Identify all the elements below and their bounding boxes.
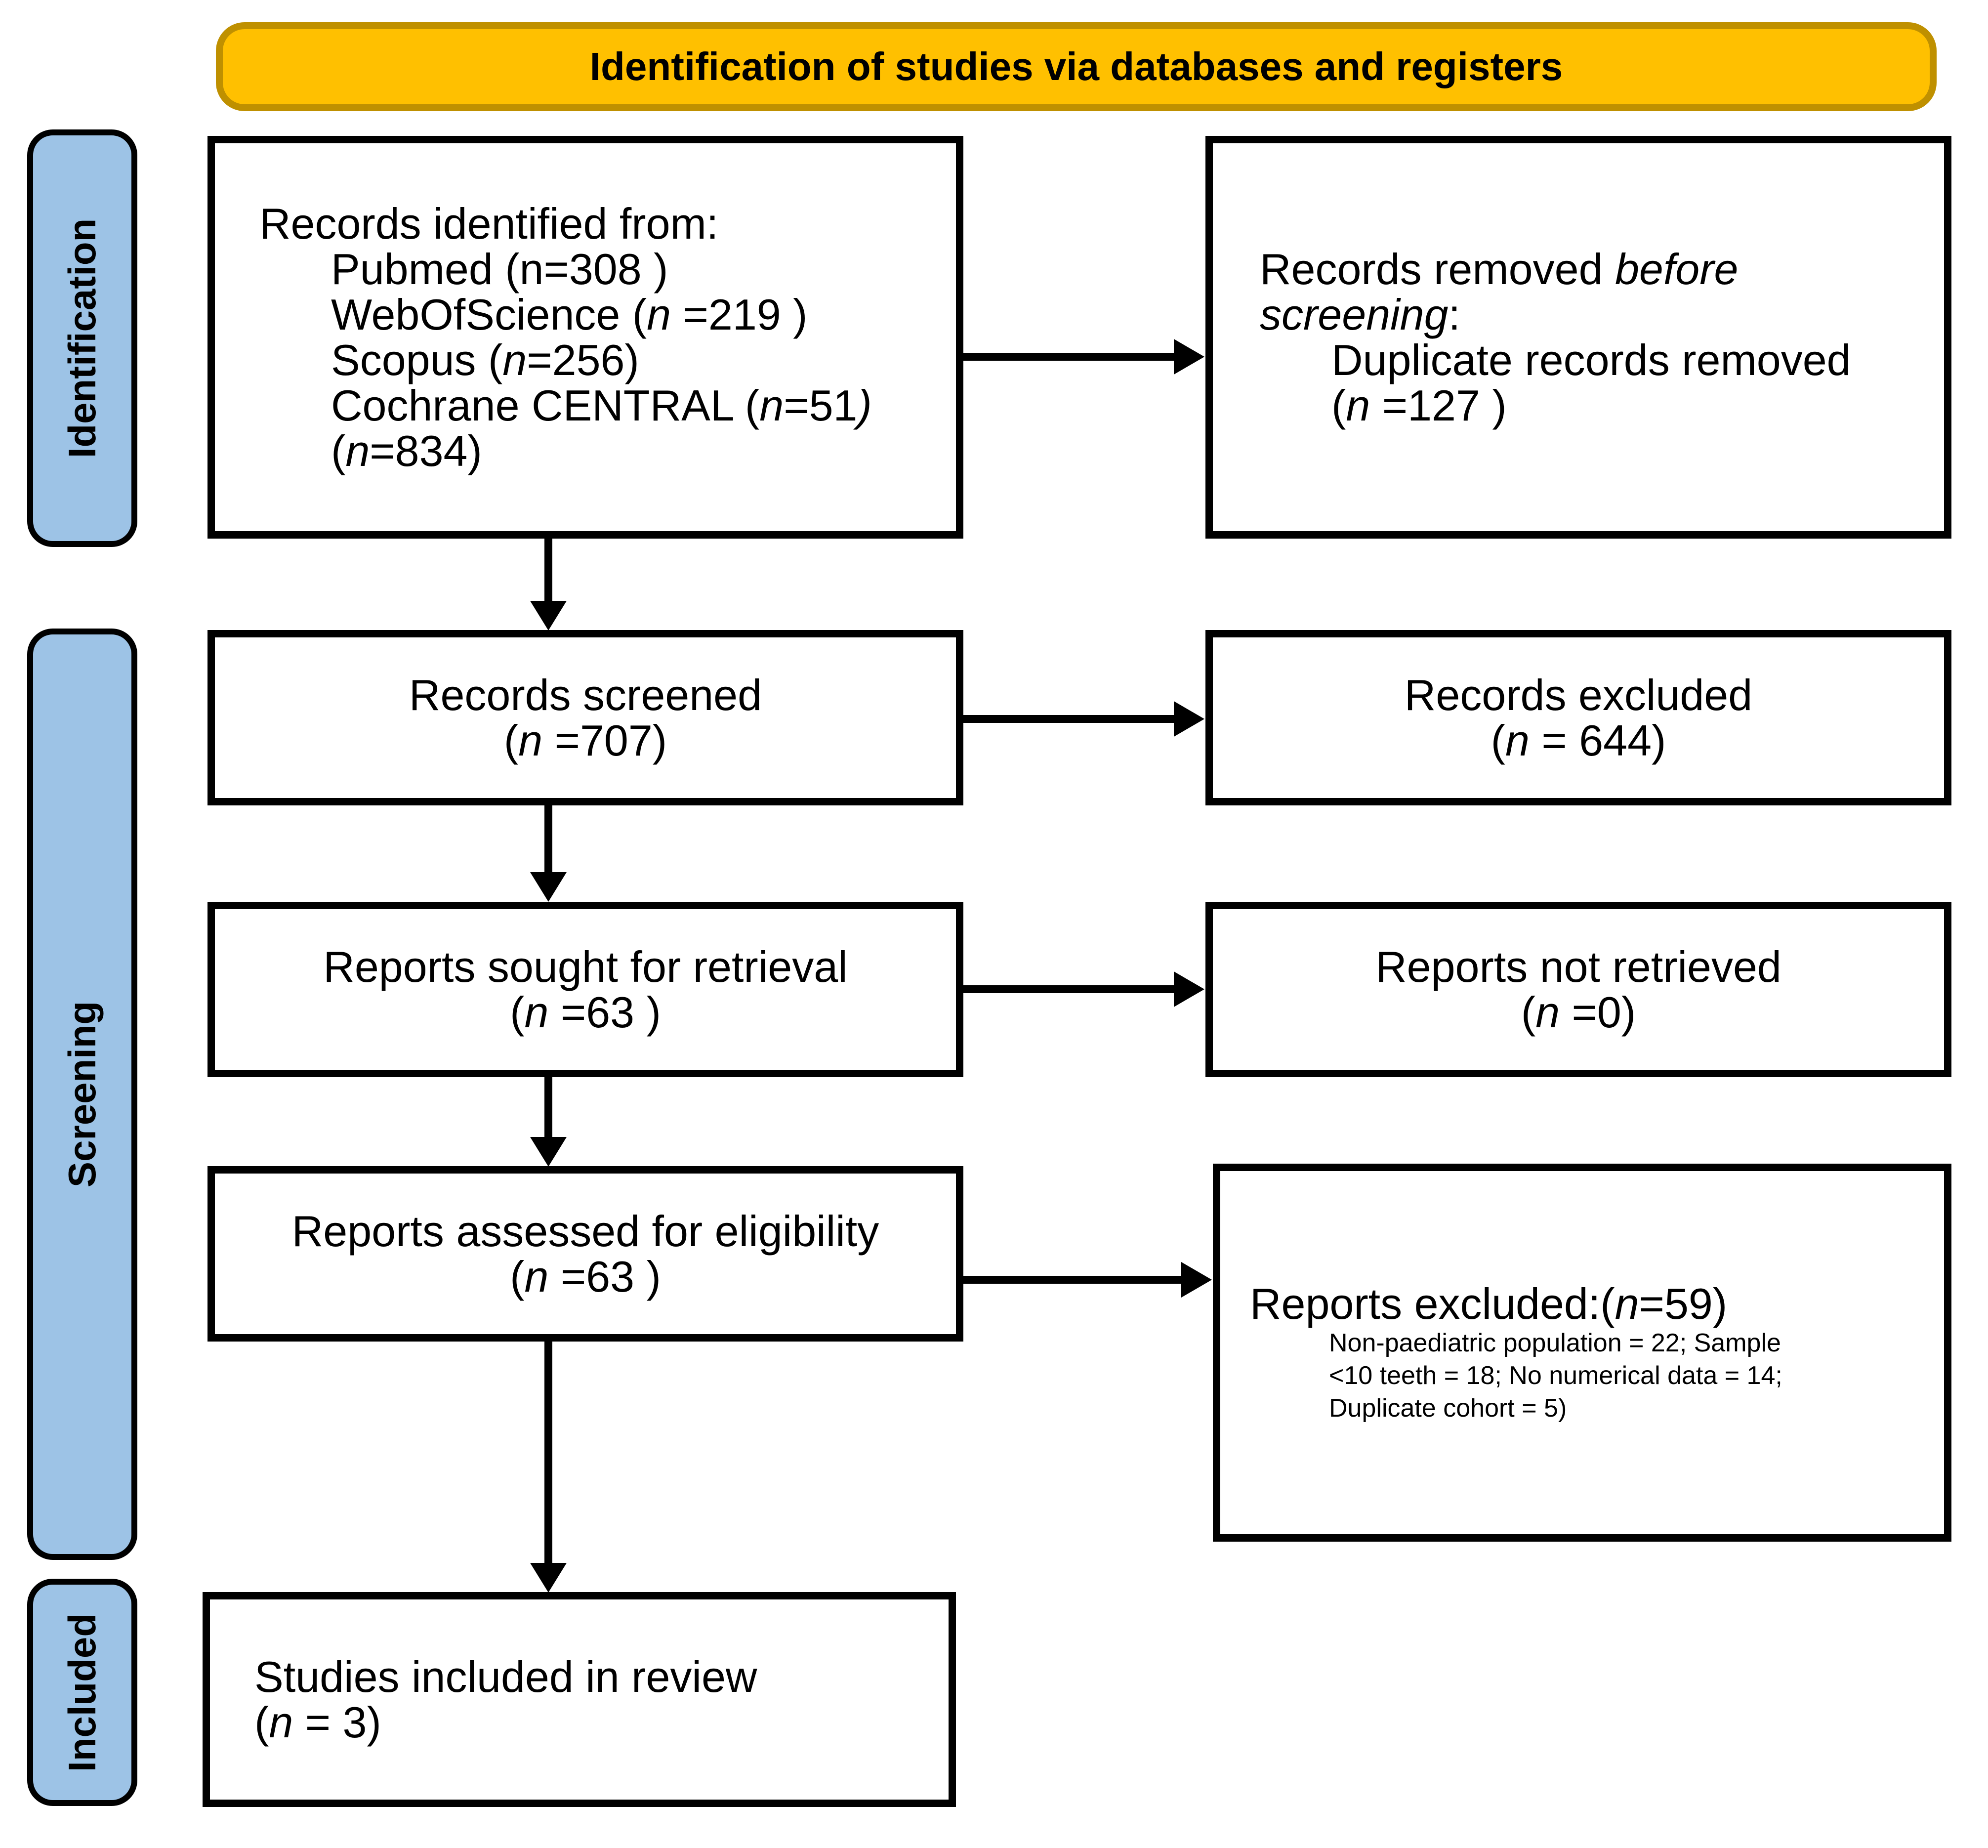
box-records-removed: Records removed before screening: Duplic…	[1205, 136, 1951, 539]
reason-line: Non-paediatric population = 22; Sample	[1329, 1328, 1781, 1357]
banner-title-text: Identification of studies via databases …	[589, 44, 1563, 88]
stage-identification-label: Identification	[60, 218, 104, 459]
line: (n=834)	[331, 426, 482, 475]
arrow-head-icon	[530, 601, 567, 630]
arrow-head-icon	[530, 1137, 567, 1167]
box-reports-not-retrieved: Reports not retrieved (n =0)	[1205, 902, 1951, 1077]
stage-screening-label: Screening	[60, 1001, 104, 1188]
arrow-assessed-to-excluded	[963, 1276, 1183, 1284]
arrow-head-icon	[1174, 701, 1204, 737]
banner-title: Identification of studies via databases …	[216, 22, 1937, 111]
stage-included: Included	[27, 1579, 137, 1806]
line: (n =707)	[503, 715, 667, 765]
line: WebOfScience (n =219 )	[331, 290, 808, 339]
line: Records removed before	[1260, 244, 1739, 294]
box-reports-excluded: Reports excluded:(n=59) Non-paediatric p…	[1213, 1164, 1951, 1542]
arrow-head-icon	[530, 872, 567, 902]
arrow-screened-to-sought	[544, 805, 552, 876]
reports-excluded-heading: Reports excluded:(n=59)	[1250, 1279, 1728, 1328]
line: (n =0)	[1521, 987, 1636, 1037]
arrow-identified-to-screened	[544, 539, 552, 605]
line: Reports sought for retrieval	[323, 942, 848, 991]
line: Records excluded	[1404, 670, 1753, 719]
arrow-identified-to-removed	[963, 353, 1176, 361]
line: (n =127 )	[1331, 380, 1507, 430]
box-reports-sought: Reports sought for retrieval (n =63 )	[207, 902, 963, 1077]
arrow-sought-to-assessed	[544, 1077, 552, 1140]
line: Duplicate records removed	[1331, 335, 1851, 384]
line: Scopus (n=256)	[331, 335, 639, 384]
arrow-sought-to-not-retrieved	[963, 985, 1176, 993]
stage-identification: Identification	[27, 129, 137, 547]
box-records-screened: Records screened (n =707)	[207, 630, 963, 805]
line: Pubmed (n=308 )	[331, 244, 668, 294]
box-records-identified: Records identified from: Pubmed (n=308 )…	[207, 136, 963, 539]
arrow-screened-to-excluded	[963, 715, 1176, 723]
box-reports-assessed: Reports assessed for eligibility (n =63 …	[207, 1166, 963, 1342]
reason-line: <10 teeth = 18; No numerical data = 14;	[1329, 1361, 1782, 1390]
line: (n =63 )	[510, 1252, 661, 1301]
line: screening:	[1260, 290, 1461, 339]
arrow-head-icon	[1181, 1262, 1212, 1298]
stage-included-label: Included	[60, 1613, 104, 1772]
reason-line: Duplicate cohort = 5)	[1329, 1393, 1567, 1423]
box-studies-included: Studies included in review (n = 3)	[203, 1592, 956, 1807]
box-records-excluded: Records excluded (n = 644)	[1205, 630, 1951, 805]
line: Records identified from:	[259, 199, 719, 248]
line: (n = 3)	[254, 1697, 381, 1747]
arrow-head-icon	[1174, 971, 1204, 1007]
arrow-head-icon	[530, 1563, 567, 1593]
line: Reports not retrieved	[1375, 942, 1781, 991]
line: Cochrane CENTRAL (n=51)	[331, 380, 872, 430]
line: Reports assessed for eligibility	[291, 1206, 879, 1256]
line: (n =63 )	[510, 987, 661, 1037]
line: Records screened	[409, 670, 762, 719]
arrow-assessed-to-included	[544, 1342, 552, 1566]
arrow-head-icon	[1174, 339, 1204, 375]
stage-screening: Screening	[27, 629, 137, 1560]
line: (n = 644)	[1491, 715, 1666, 765]
line: Studies included in review	[254, 1652, 757, 1701]
